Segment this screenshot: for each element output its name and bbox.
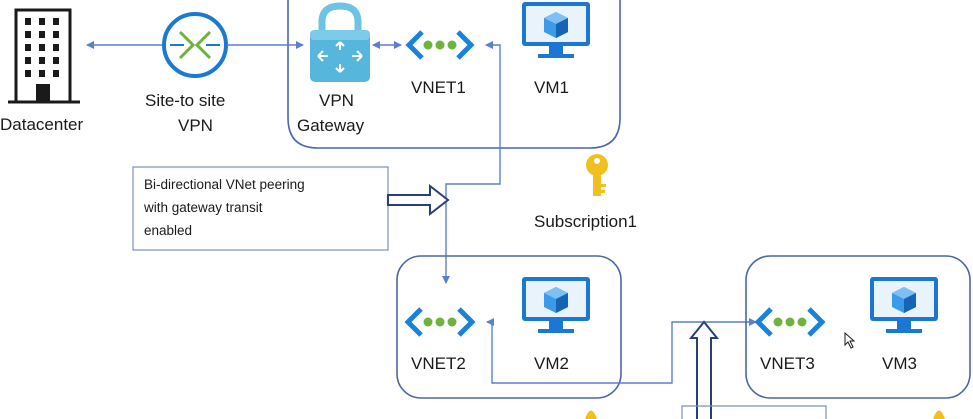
vpn-gateway-label-line1: VPN	[319, 91, 354, 110]
virtual-machine-icon	[522, 2, 590, 58]
subscription1-label: Subscription1	[534, 212, 637, 231]
cursor-icon	[844, 331, 856, 349]
subscription1-region	[287, 0, 621, 149]
vm2-label: VM2	[534, 354, 569, 373]
key-icon	[933, 410, 945, 419]
building-icon	[8, 8, 80, 104]
vnet-icon	[404, 307, 476, 337]
vm1-label: VM1	[534, 78, 569, 97]
vnet2-region	[396, 255, 622, 399]
vnet3-label: VNET3	[760, 354, 815, 373]
s2s-vpn-label-line1: Site-to site	[145, 91, 225, 110]
s2s-vpn-label-line2: VPN	[178, 116, 213, 135]
peering-note-line1: Bi-directional VNet peering	[144, 177, 305, 192]
vpn-gateway-label-line2: Gateway	[297, 116, 365, 135]
vnet2-label: VNET2	[411, 354, 466, 373]
vnet-icon	[754, 307, 826, 337]
peering-note-line3: enabled	[144, 223, 192, 238]
vpn-connection-icon	[162, 12, 228, 78]
virtual-machine-icon	[870, 277, 938, 333]
peering-note-line2: with gateway transit	[143, 200, 263, 215]
virtual-machine-icon	[522, 277, 590, 333]
vm3-label: VM3	[882, 354, 917, 373]
datacenter-label: Datacenter	[0, 115, 83, 134]
peering-line-vnet1-vnet2	[442, 44, 501, 284]
second-note-box	[681, 405, 827, 419]
key-icon	[585, 410, 597, 419]
key-icon	[586, 154, 608, 196]
peering-note-box	[132, 166, 389, 251]
vpn-gateway-icon	[310, 2, 370, 82]
note-pointer-arrow	[387, 183, 450, 217]
note-pointer-arrow-up	[688, 320, 720, 419]
vnet3-region	[745, 255, 971, 399]
vnet-icon	[405, 30, 475, 60]
vnet1-label: VNET1	[411, 78, 466, 97]
